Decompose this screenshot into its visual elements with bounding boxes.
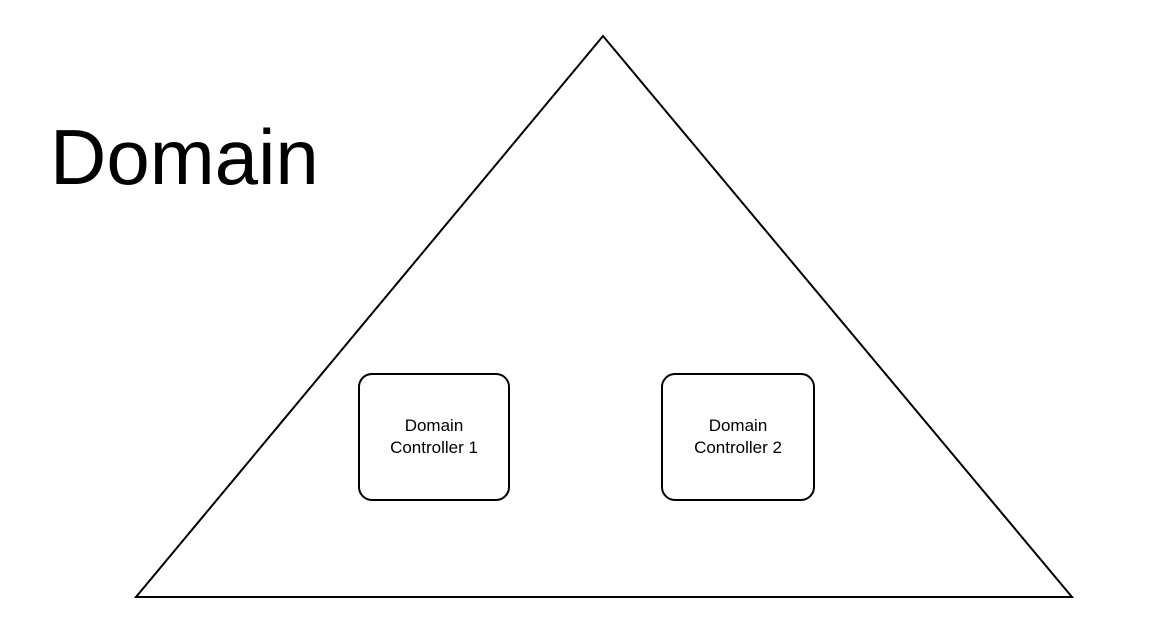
node-domain-controller-2-label: Domain Controller 2 (694, 416, 782, 457)
page-title: Domain (50, 113, 319, 201)
node-domain-controller-1-label: Domain Controller 1 (390, 416, 478, 457)
node-domain-controller-2[interactable]: Domain Controller 2 (661, 373, 815, 501)
node-domain-controller-1[interactable]: Domain Controller 1 (358, 373, 510, 501)
